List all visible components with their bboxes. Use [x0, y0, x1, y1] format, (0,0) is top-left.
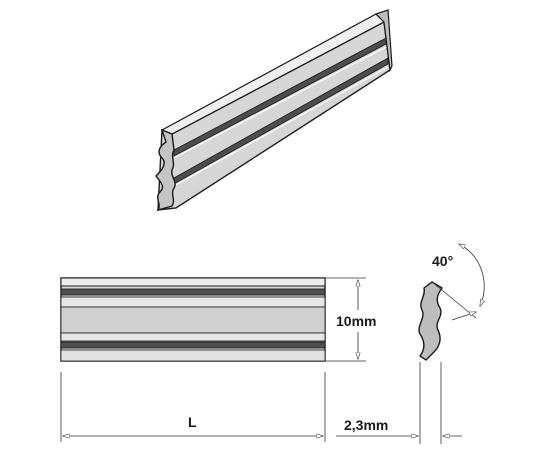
length-dimension	[60, 372, 326, 442]
knife-end-face	[374, 9, 393, 73]
side-profile-view	[418, 281, 444, 361]
side-profile-blade	[418, 281, 444, 361]
angle-dimension	[431, 244, 484, 321]
thickness-dimension	[336, 362, 462, 444]
height-dimension	[325, 277, 366, 362]
knife-upper-groove	[173, 37, 387, 157]
isometric-knife-view	[155, 9, 393, 212]
knife-end-profile	[155, 128, 176, 212]
front-view-upper-groove	[60, 288, 326, 296]
length-label: L	[188, 414, 197, 430]
thickness-label: 2,3mm	[344, 417, 388, 433]
front-view	[60, 277, 326, 362]
height-label: 10mm	[336, 313, 376, 329]
angle-label: 40°	[432, 253, 453, 269]
front-view-lower-groove	[60, 341, 326, 349]
